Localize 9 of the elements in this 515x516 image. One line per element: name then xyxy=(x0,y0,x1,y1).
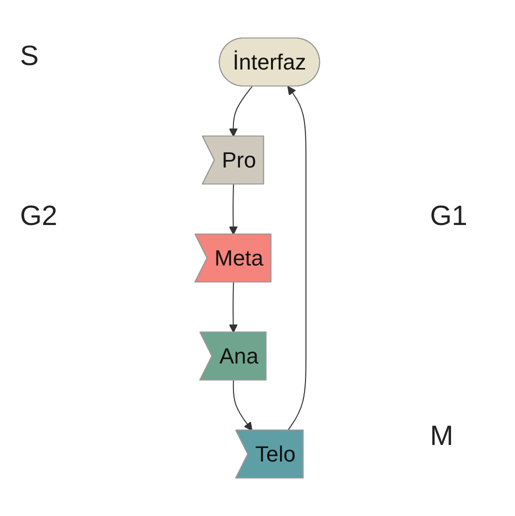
arrow xyxy=(229,184,238,235)
arrow xyxy=(233,380,253,431)
phase-label: G1 xyxy=(430,200,468,232)
phase-label: G2 xyxy=(20,200,58,232)
arrow xyxy=(288,86,307,431)
arrow xyxy=(229,86,253,137)
phase-label: M xyxy=(430,420,454,452)
arrow xyxy=(229,282,238,333)
phase-label: S xyxy=(20,40,39,72)
